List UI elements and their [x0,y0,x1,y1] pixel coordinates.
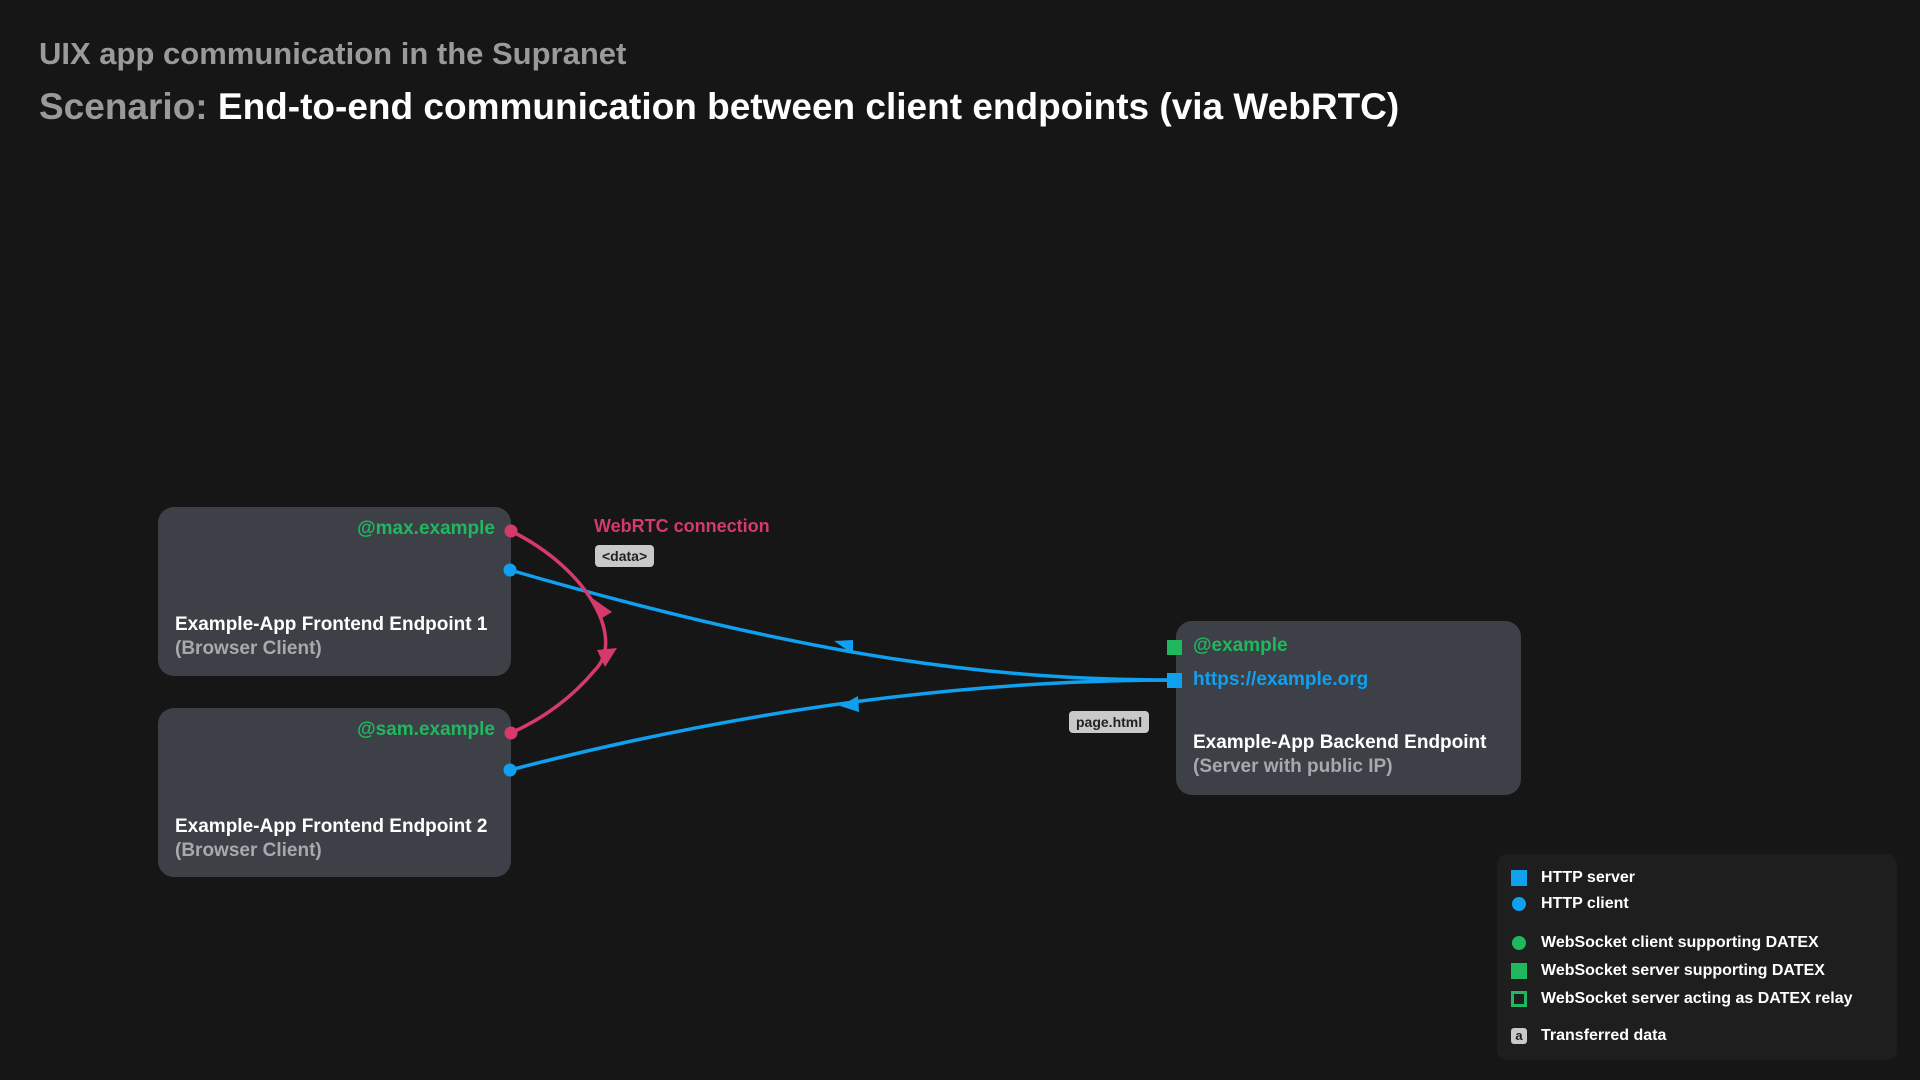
frontend-1-http-client-port-icon[interactable] [503,563,517,577]
node-backend[interactable]: @example https://example.org Example-App… [1176,621,1521,795]
diagram-subtitle: UIX app communication in the Supranet [39,36,627,71]
backend-http-server-port-icon[interactable] [1167,673,1182,688]
websocket-server-square-icon [1511,963,1527,979]
websocket-relay-square-outline-icon [1511,991,1527,1007]
http-server-square-icon [1511,870,1527,886]
frontend-1-handle: @max.example [357,518,495,539]
backend-url[interactable]: https://example.org [1193,669,1369,690]
frontend-2-handle: @sam.example [357,719,495,740]
frontend-1-webrtc-port-icon[interactable] [504,524,518,538]
legend-label: WebSocket server supporting DATEX [1541,962,1825,979]
legend-label: Transferred data [1541,1027,1667,1044]
legend-label: WebSocket server acting as DATEX relay [1541,990,1853,1007]
frontend-1-name: Example-App Frontend Endpoint 1 [175,614,488,635]
http-arrow-frontend-2-icon [840,696,859,712]
http-data-chip: page.html [1069,711,1150,733]
webrtc-connection-label: WebRTC connection [594,516,770,536]
frontend-2-name: Example-App Frontend Endpoint 2 [175,816,488,837]
legend-item-websocket-relay: WebSocket server acting as DATEX relay [1511,989,1853,1009]
webrtc-arrow-down-icon [597,648,617,667]
http-link-frontend-2 [509,678,1177,772]
http-client-dot-icon [1512,897,1526,911]
scenario-text: End-to-end communication between client … [217,86,1400,127]
http-link-frontend-1 [509,568,1177,682]
legend-item-websocket-server: WebSocket server supporting DATEX [1511,961,1825,981]
http-arrow-frontend-1-icon [834,640,853,654]
legend-label: WebSocket client supporting DATEX [1541,934,1819,951]
legend-label: HTTP client [1541,895,1629,912]
node-frontend-2[interactable]: @sam.example Example-App Frontend Endpoi… [158,708,511,877]
legend-item-http-server: HTTP server [1511,868,1635,888]
legend-label: HTTP server [1541,869,1635,886]
legend-item-http-client: HTTP client [1511,894,1629,914]
backend-name: Example-App Backend Endpoint [1193,732,1487,753]
frontend-1-sub: (Browser Client) [175,638,322,659]
transferred-data-icon: a [1511,1028,1527,1044]
frontend-2-sub: (Browser Client) [175,840,322,861]
webrtc-arrow-up-icon [592,598,612,618]
backend-handle: @example [1193,635,1288,656]
diagram-title: Scenario: End-to-end communication betwe… [39,86,1399,128]
legend-item-transferred-data: a Transferred data [1511,1026,1666,1046]
websocket-client-dot-icon [1512,936,1526,950]
backend-websocket-server-port-icon[interactable] [1167,640,1182,655]
legend: HTTP server HTTP client WebSocket client… [1497,854,1897,1060]
webrtc-link [510,529,608,735]
frontend-2-webrtc-port-icon[interactable] [504,726,518,740]
scenario-label: Scenario: [39,86,208,127]
frontend-2-http-client-port-icon[interactable] [503,763,517,777]
webrtc-data-chip: <data> [595,545,655,567]
node-frontend-1[interactable]: @max.example Example-App Frontend Endpoi… [158,507,511,676]
backend-sub: (Server with public IP) [1193,756,1393,777]
legend-item-websocket-client: WebSocket client supporting DATEX [1511,933,1819,953]
